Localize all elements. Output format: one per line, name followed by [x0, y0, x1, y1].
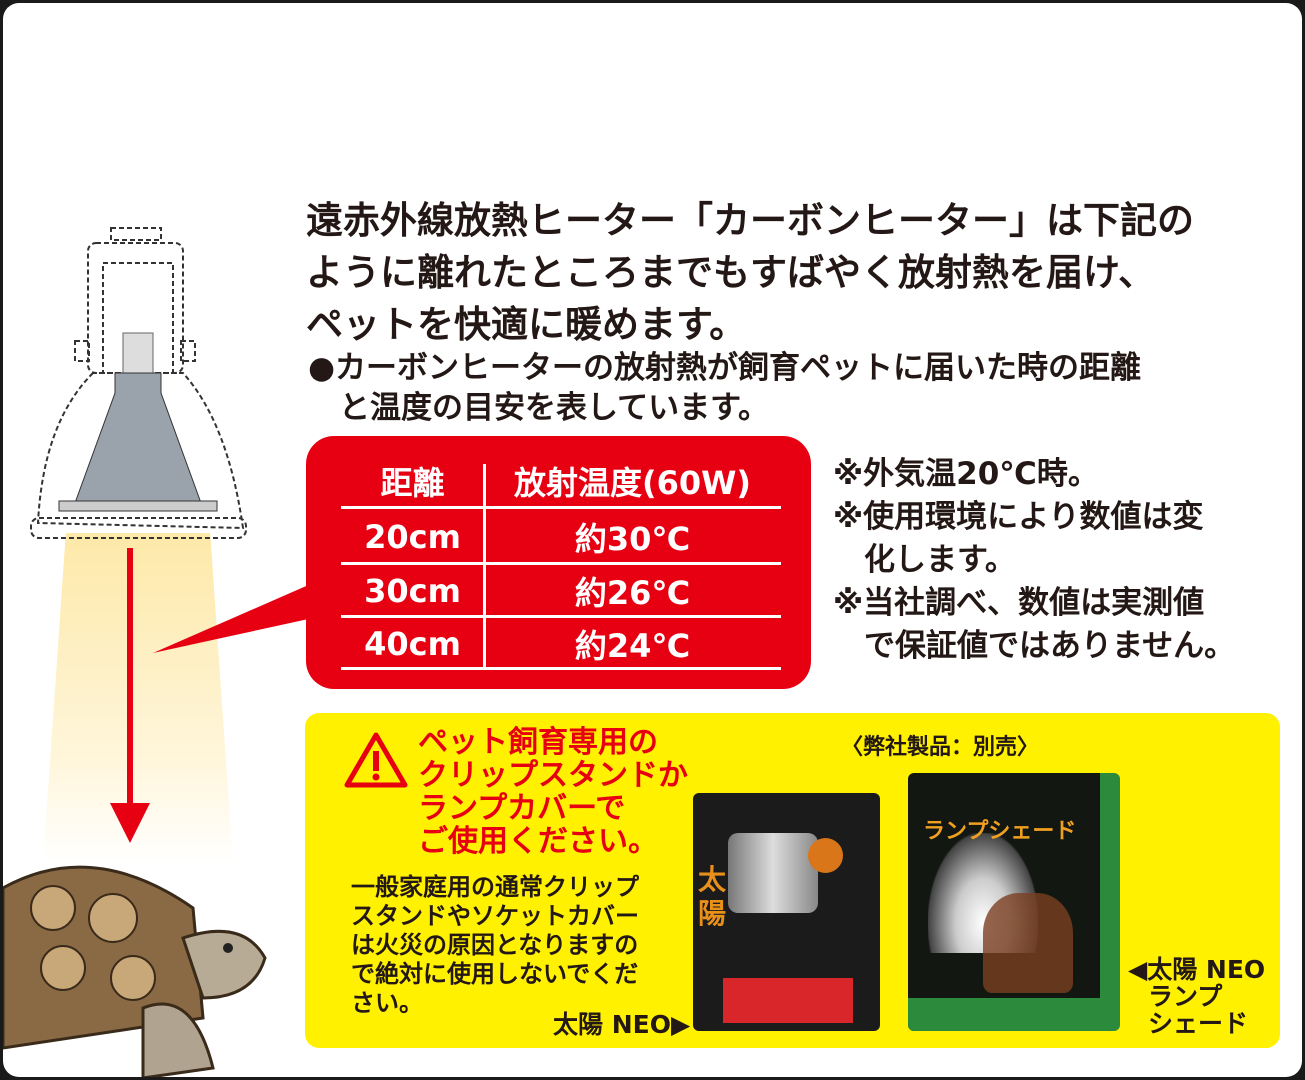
header-distance: 距離 [380, 463, 445, 502]
cell-temperature: 約30℃ [574, 520, 691, 558]
temperature-table: 距離 放射温度(60W) 20cm 約30℃ 30cm 約26℃ 40cm 約2… [306, 436, 811, 689]
arrow-head [110, 803, 150, 843]
warning-body-line: スタンドやソケットカバー [351, 902, 639, 930]
cell-temperature: 約24℃ [574, 627, 691, 665]
warning-body-line: 一般家庭用の通常クリップ [351, 873, 639, 901]
remark-line: ※外気温20℃時。 [833, 456, 1099, 492]
package-logo: ランプシェード [923, 819, 1077, 844]
remarks: ※外気温20℃時。 ※使用環境により数値は変 化します。 ※当社調べ、数値は実測… [833, 453, 1235, 668]
label-line: ◀太陽 NEO [1128, 955, 1266, 984]
lamp-illustration [30, 227, 247, 539]
label-line: ランプ [1148, 982, 1223, 1011]
note-line: ●カーボンヒーターの放射熱が飼育ペットに届いた時の距離 [308, 350, 1142, 386]
warning-line: ランプカバーで [418, 791, 626, 826]
note-text: ●カーボンヒーターの放射熱が飼育ペットに届いた時の距離 と温度の目安を表していま… [308, 348, 1141, 428]
warning-triangle-icon [344, 732, 408, 788]
remark-line: ※使用環境により数値は変 [833, 499, 1204, 535]
product-taiyo-neo-image: 太陽 [693, 793, 880, 1031]
label-line: シェード [1148, 1009, 1249, 1038]
remark-line: 化します。 [833, 542, 1016, 578]
remark-line: で保証値ではありません。 [833, 628, 1236, 664]
intro-line: ペットを快適に暖めます。 [306, 303, 747, 346]
warning-line: クリップスタンドか [418, 758, 688, 793]
cell-distance: 30cm [364, 572, 461, 610]
warning-body-line: さい。 [351, 989, 423, 1017]
cell-distance: 40cm [364, 625, 461, 663]
warning-line: ペット飼育専用の [418, 725, 658, 760]
table-row: 40cm 約24℃ [341, 619, 781, 669]
warning-line: ご使用ください。 [418, 824, 658, 859]
warning-body-line: で絶対に使用しないでくだ [351, 960, 639, 988]
header-temperature: 放射温度(60W) [513, 463, 752, 502]
note-line: と温度の目安を表しています。 [308, 390, 769, 426]
product-lamp-shade-image: ランプシェード [908, 773, 1120, 1031]
warning-body: 一般家庭用の通常クリップ スタンドやソケットカバー は火災の原因となりますの で… [351, 873, 639, 1018]
cell-distance: 20cm [364, 518, 461, 556]
remark-line: ※当社調べ、数値は実測値 [833, 585, 1205, 621]
panel: 遠赤外線放熱ヒーター「カーボンヒーター」は下記の ように離れたところまでもすばや… [3, 3, 1302, 1077]
product-label-lamp-shade: ◀太陽 NEO ランプ シェード [1128, 956, 1265, 1037]
table-header: 距離 放射温度(60W) [341, 458, 781, 503]
intro-line: 遠赤外線放熱ヒーター「カーボンヒーター」は下記の [306, 199, 1194, 242]
product-label-taiyo-neo: 太陽 NEO▶ [553, 1010, 691, 1039]
tortoise-illustration [3, 865, 267, 1077]
table-row: 30cm 約26℃ [341, 566, 781, 616]
intro-line: ように離れたところまでもすばやく放射熱を届け、 [306, 251, 1156, 294]
intro-text: 遠赤外線放熱ヒーター「カーボンヒーター」は下記の ように離れたところまでもすばや… [306, 195, 1194, 351]
cell-temperature: 約26℃ [574, 574, 691, 612]
warning-heading: ペット飼育専用の クリップスタンドか ランプカバーで ご使用ください。 [418, 726, 688, 858]
table-row: 20cm 約30℃ [341, 512, 781, 562]
warning-body-line: は火災の原因となりますの [351, 931, 639, 959]
products-caption: 〈弊社製品：別売〉 [841, 735, 1040, 760]
down-arrow-icon [127, 548, 133, 808]
package-logo: 太陽 [698, 863, 727, 930]
